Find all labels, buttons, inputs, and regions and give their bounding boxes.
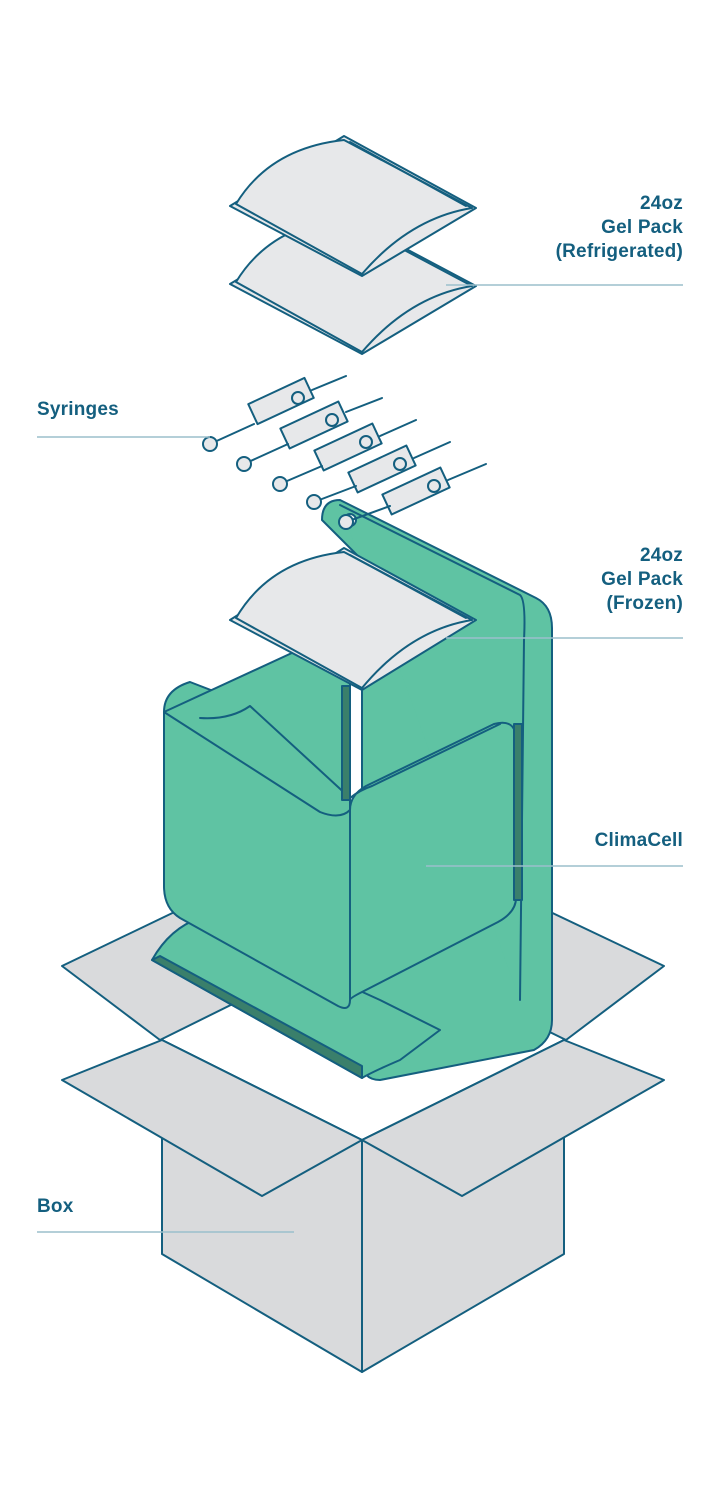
climacell-bottom-flap (151, 917, 441, 1079)
climacell-bottom-seam (151, 955, 363, 1079)
label-line: Syringes (37, 399, 119, 420)
label-line: ClimaCell (594, 830, 683, 851)
syringes (202, 375, 487, 530)
label-line: Gel Pack (601, 217, 683, 238)
leader-lines (37, 284, 683, 1233)
gel-pack-refrigerated-fold (349, 141, 467, 207)
label-line: (Refrigerated) (555, 241, 683, 262)
gel-pack-refrigerated-upper-body (235, 139, 473, 275)
label-line: 24oz (639, 545, 683, 566)
gel-pack-frozen-body (235, 551, 473, 689)
syringe-4 (306, 441, 451, 510)
box-flap-front-right (361, 1039, 665, 1197)
climacell-top-fold (199, 705, 501, 799)
label-box: Box (37, 1195, 74, 1219)
gel-pack-frozen-fold (349, 554, 467, 619)
label-line: Box (37, 1196, 74, 1217)
gel-pack-refrigerated (229, 135, 477, 355)
syringe-3 (272, 419, 417, 492)
gel-pack-refrigerated-lower-body (235, 217, 473, 353)
syringe-5 (338, 463, 487, 530)
label-line: (Frozen) (606, 593, 683, 614)
label-line: Gel Pack (601, 569, 683, 590)
syringe-2 (236, 397, 383, 472)
label-syringes: Syringes (37, 398, 119, 422)
label-climacell: ClimaCell (595, 829, 683, 853)
syringe-1 (202, 375, 347, 452)
gel-pack-frozen (229, 547, 477, 691)
label-gel-pack-frozen: 24oz Gel Pack (Frozen) (601, 544, 683, 616)
label-gel-pack-refrigerated: 24oz Gel Pack (Refrigerated) (556, 192, 683, 264)
climacell-seam-center (341, 685, 351, 801)
label-line: 24oz (639, 193, 683, 214)
climacell-seam-right (513, 723, 523, 901)
